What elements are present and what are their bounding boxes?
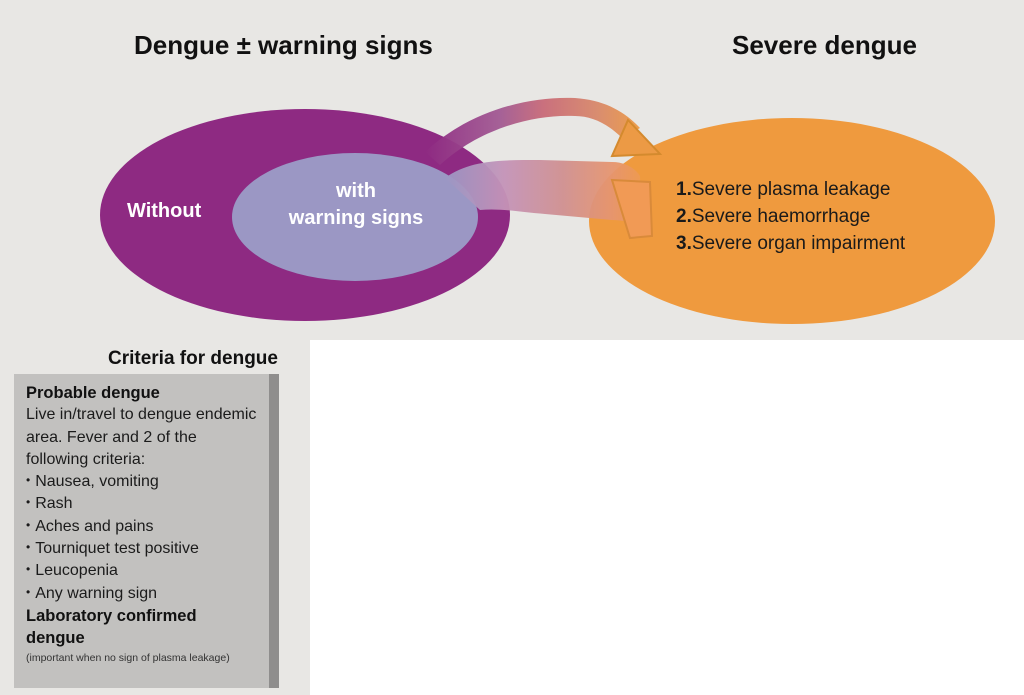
with-warning-oval [232,153,478,281]
lab-confirmed-heading: Laboratory confirmed dengue [26,606,197,648]
arrow-top-icon [425,97,663,165]
list-item: Aches and pains [26,516,259,538]
list-item: Tourniquet test positive [26,538,259,560]
list-item: Any warning sign [26,583,259,605]
criteria-box: Probable dengue Live in/travel to dengue… [14,374,279,688]
severe-dengue-oval [589,118,995,324]
heading-dengue-warning-signs: Dengue ± warning signs [134,30,433,60]
severe-item: 2.Severe haemorrhage [676,206,871,227]
list-item: Nausea, vomiting [26,471,259,493]
with-warning-signs-label: with warning signs [270,178,442,232]
heading-severe-dengue: Severe dengue [732,30,917,60]
criteria-bullets: Nausea, vomiting Rash Aches and pains To… [26,471,259,605]
arrow-bottom-icon [445,160,654,240]
list-item: Leucopenia [26,560,259,582]
severe-item: 3.Severe organ impairment [676,233,906,254]
severe-criteria-list: 1.Severe plasma leakage 2.Severe haemorr… [676,176,905,257]
probable-dengue-heading: Probable dengue [26,384,160,402]
dengue-classification-diagram [100,97,995,324]
list-item: Rash [26,493,259,515]
criteria-title: Criteria for dengue [108,348,278,369]
with-label-line2: warning signs [288,207,424,229]
lab-note: (important when no sign of plasma leakag… [26,651,230,664]
with-label-line1: with [336,180,376,202]
severe-item: 1.Severe plasma leakage [676,179,891,200]
probable-intro: Live in/travel to dengue endemic area. F… [26,406,257,468]
without-label: Without [127,200,202,222]
